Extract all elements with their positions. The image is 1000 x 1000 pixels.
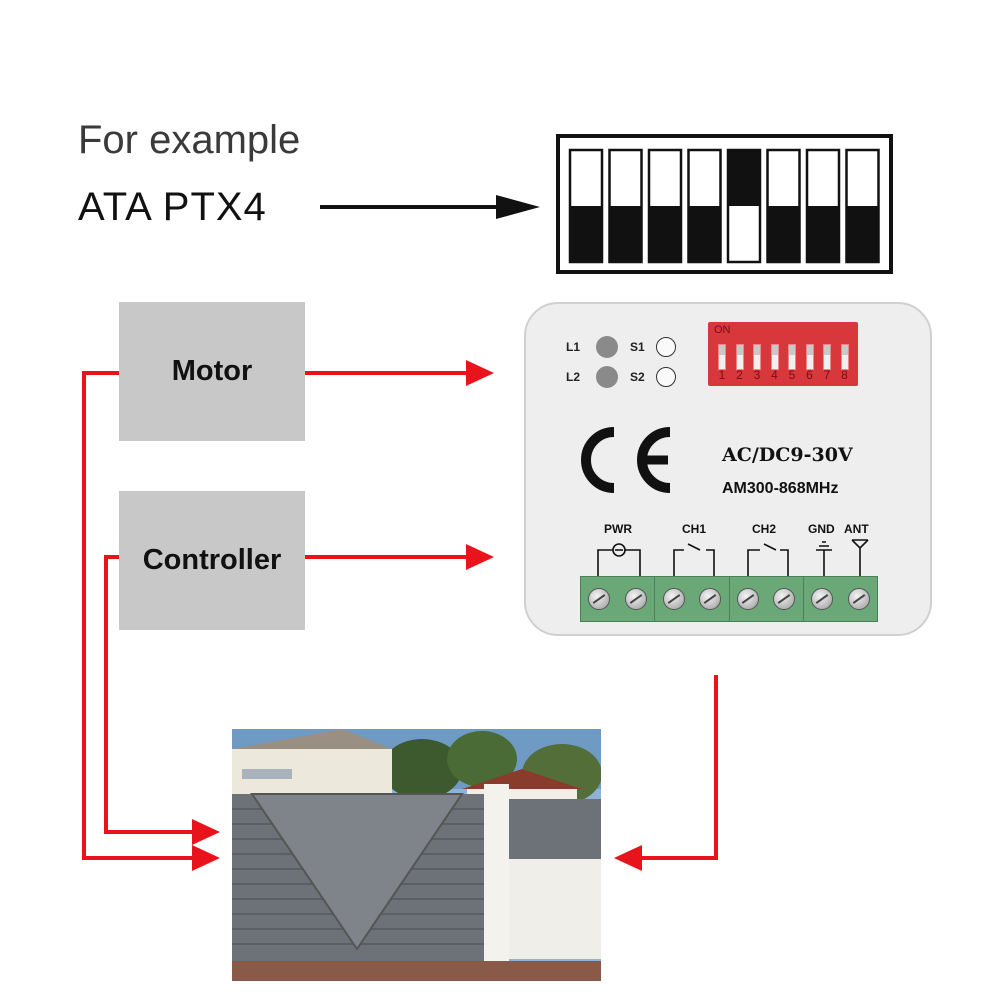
- screw-icon[interactable]: [624, 588, 647, 610]
- dip-number-4: 4: [771, 368, 778, 382]
- dip-switch-7[interactable]: [823, 344, 831, 370]
- controller-arrowhead: [466, 544, 494, 570]
- receiver-to-gate-line: [640, 675, 718, 860]
- dip-pattern-lever-2: [609, 206, 642, 262]
- dip-switch-4[interactable]: [770, 344, 779, 370]
- dip-number-5: 5: [788, 368, 796, 382]
- screw-icon[interactable]: [811, 588, 834, 610]
- dip-number-1: 1: [718, 368, 726, 382]
- dip-switch-3[interactable]: [753, 344, 761, 370]
- gnd-label: GND: [808, 522, 835, 536]
- dip-number-6: 6: [806, 368, 813, 382]
- screw-icon[interactable]: [588, 588, 611, 610]
- motor-arrowhead: [466, 360, 494, 386]
- terminal-ch2: [730, 577, 804, 621]
- dip-on-label: ON: [714, 324, 731, 336]
- dip-switch-1[interactable]: [718, 344, 726, 370]
- dip-switch-8[interactable]: [840, 344, 849, 370]
- controller-box: Controller: [119, 491, 305, 630]
- terminal-pwr: [581, 577, 656, 621]
- model-arrow: [320, 195, 540, 219]
- dip-pattern-lever-6: [767, 206, 800, 262]
- button1-label: S1: [630, 340, 645, 354]
- dip-pattern-lever-1: [570, 206, 602, 262]
- dip-pattern-diagram: [556, 134, 893, 274]
- ch1-label: CH1: [682, 522, 707, 536]
- intro-text: For example: [78, 118, 301, 162]
- dip-pattern-lever-3: [649, 206, 681, 262]
- frequency-spec: AM300-868MHz: [722, 480, 839, 497]
- dip-number-2: 2: [736, 368, 743, 382]
- dip-number-8: 8: [841, 368, 848, 382]
- gate-arrowhead-2: [192, 845, 220, 871]
- ant-label: ANT: [844, 522, 869, 536]
- dip-pattern-lever-7: [807, 206, 839, 262]
- dip-pattern-lever-4: [688, 206, 721, 262]
- motor-box: Motor: [119, 302, 305, 441]
- led1-indicator: [596, 336, 618, 358]
- button2-label: S2: [630, 370, 645, 384]
- dip-switch-6[interactable]: [805, 344, 814, 370]
- dip-number-7: 7: [823, 368, 831, 382]
- screw-icon[interactable]: [699, 588, 722, 610]
- gate-arrowhead-3: [614, 845, 642, 871]
- motor-to-gate-line: [82, 371, 194, 860]
- voltage-spec: AC/DC9-30V: [722, 444, 853, 466]
- screw-icon[interactable]: [662, 588, 685, 610]
- terminal-ch1: [655, 577, 730, 621]
- wiring-symbols: [597, 539, 869, 576]
- screw-icon[interactable]: [736, 588, 759, 610]
- dip-switch-5[interactable]: [788, 344, 796, 370]
- led1-label: L1: [566, 340, 581, 354]
- dip-pattern-lever-5: [728, 150, 760, 206]
- controller-to-gate-line: [104, 555, 194, 834]
- ch2-label: CH2: [752, 522, 777, 536]
- dip-switch-2[interactable]: [735, 344, 744, 370]
- button1[interactable]: [656, 337, 676, 357]
- ce-mark-icon: [581, 427, 671, 493]
- controller-label: Controller: [142, 544, 282, 576]
- gate-arrowhead-1: [192, 819, 220, 845]
- model-name: ATA PTX4: [78, 185, 267, 229]
- gate-photo: [232, 729, 601, 981]
- dip-number-3: 3: [753, 368, 761, 382]
- screw-icon[interactable]: [773, 588, 796, 610]
- led2-indicator: [596, 366, 618, 388]
- terminal-gnd-ant: [804, 577, 877, 621]
- terminal-block: [580, 576, 878, 622]
- led2-label: L2: [566, 370, 581, 384]
- pwr-label: PWR: [604, 522, 632, 536]
- motor-label: Motor: [171, 355, 253, 387]
- dip-pattern-lever-8: [846, 206, 879, 262]
- button2[interactable]: [656, 367, 676, 387]
- screw-icon[interactable]: [847, 588, 870, 610]
